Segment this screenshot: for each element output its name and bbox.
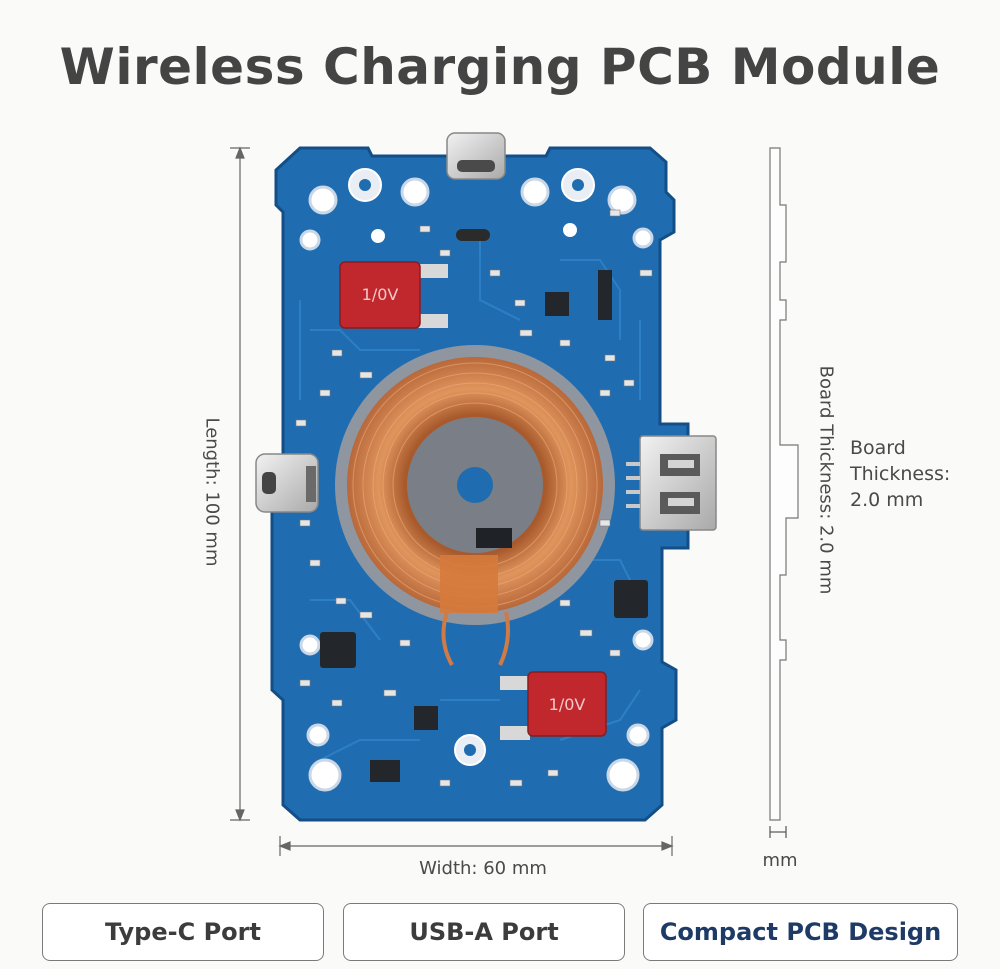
fiducial-markers [348,168,595,766]
length-dimension-line [230,146,250,822]
mounting-holes [299,177,654,792]
board-side-profile [769,147,799,838]
thickness-label-vertical: Board Thickness: 2.0 mm [815,365,837,595]
unit-label: mm [762,850,798,871]
thickness-callout: Board Thickness: 2.0 mm [850,435,980,513]
thickness-heading: Board [850,437,906,459]
page-title: Wireless Charging PCB Module [59,38,941,96]
width-dimension-line [278,836,674,856]
width-label: Width: 60 mm [419,858,547,879]
capacitor-marking-bottom: 1/0V [549,695,586,714]
usb-a-port [626,435,717,531]
feature-button-compact-design[interactable]: Compact PCB Design [643,903,958,961]
thickness-value: 2.0 mm [850,489,924,511]
thickness-line2: Thickness: [850,463,951,485]
type-c-port-top [446,132,506,241]
type-c-port-left [255,453,319,513]
charging-coil [335,345,615,666]
capacitor-top: 1/0V [339,261,448,329]
smd-components [295,209,653,787]
capacitor-marking-top: 1/0V [362,285,399,304]
feature-button-usb-a[interactable]: USB-A Port [343,903,625,961]
ic-chips [320,270,648,782]
length-label: Length: 100 mm [201,417,223,567]
capacitor-bottom: 1/0V [500,671,607,740]
feature-button-type-c[interactable]: Type-C Port [42,903,324,961]
